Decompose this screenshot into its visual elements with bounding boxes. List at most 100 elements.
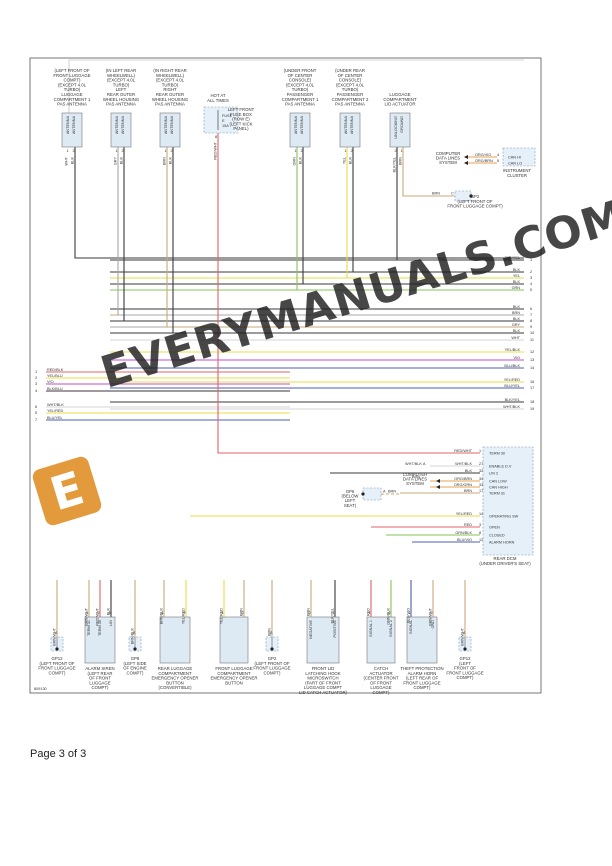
pin-name: ANTENNA xyxy=(72,116,76,135)
pin-name: ANTENNA xyxy=(66,116,70,135)
pin-name: ALARM HORN xyxy=(489,541,515,545)
bus-wire-number: 4 xyxy=(35,389,37,393)
pin-name: ANTENNA xyxy=(121,116,125,135)
wire-color: BRN/WHT xyxy=(429,607,433,625)
pin-number: 2 xyxy=(301,149,303,153)
pin-number: A xyxy=(423,462,426,466)
bus-wire-color: BRN xyxy=(512,311,520,315)
bus-wire-color: BLK/YEL xyxy=(505,398,520,402)
bus-wire-color: BLU/BLK xyxy=(504,364,520,368)
wire xyxy=(346,147,524,279)
pin-name: ANTENNA xyxy=(294,116,298,135)
wire-color: WHT/BLK xyxy=(405,462,422,466)
bus-wire-color: BLK/BLU xyxy=(47,387,63,391)
wire-color: BRN xyxy=(163,157,167,165)
pin-name: CAN LOW xyxy=(489,480,507,484)
ground-icon xyxy=(133,647,137,651)
wire-color: WHT xyxy=(65,156,69,165)
wire xyxy=(166,147,524,328)
wires-layer xyxy=(46,59,524,637)
pin-number: 2 xyxy=(242,611,244,615)
pin-number: 1 xyxy=(333,611,335,615)
pin-name: ANTENNA xyxy=(115,116,119,135)
pin-name: CAN HI xyxy=(508,156,521,160)
ground-icon xyxy=(361,492,365,496)
wire-color: BRN xyxy=(268,628,272,636)
pin-number: 2 xyxy=(431,611,433,615)
pin-number: 27 xyxy=(479,462,483,466)
bus-wire-number: 17 xyxy=(530,386,534,390)
bus-wire-color: BLK/YEL xyxy=(505,256,520,260)
wire-color: BLK xyxy=(169,157,173,165)
pin-name: SIGNAL 1 xyxy=(369,620,373,637)
pin-number: 2 xyxy=(309,611,311,615)
wire-color: BRN xyxy=(399,157,403,165)
pin-name: CAN LO xyxy=(508,162,522,166)
pin-name: OPERATING SW xyxy=(489,515,519,519)
pin-name: POSITIVE xyxy=(333,620,337,638)
wire xyxy=(123,147,524,322)
pin-number: 2 xyxy=(73,149,75,153)
rear-dcm-label: REAR DCM(UNDER DRIVER'S SEAT) xyxy=(479,556,531,566)
bus-wire-number: 12 xyxy=(530,350,534,354)
bus-wire-number: 7 xyxy=(35,418,37,422)
pin-name: LIN 2 xyxy=(489,472,498,476)
pin-number: 2 xyxy=(395,149,397,153)
bus-wire-color: WHT/BLK xyxy=(503,405,520,409)
wire-color: RED/WHT xyxy=(214,141,218,159)
pin-name: CLOSED xyxy=(489,534,505,538)
wire xyxy=(352,147,524,273)
wire xyxy=(396,147,524,261)
pin-number: 1 xyxy=(295,149,297,153)
fuse-number: E xyxy=(222,119,225,123)
pin-number: 5 xyxy=(497,159,499,163)
bus-wire-number: 6 xyxy=(35,405,37,409)
pin-name: SIGNAL 2 xyxy=(389,620,393,637)
bus-wire-color: VIO xyxy=(513,356,520,360)
pin-number: 1 xyxy=(165,149,167,153)
pin-number: 2 xyxy=(98,611,100,615)
component-box xyxy=(339,112,361,148)
wire-color: ORG/BRN xyxy=(454,477,472,481)
bus-wire-number: 11 xyxy=(530,338,534,342)
bus-wire-color: YEL/BLK xyxy=(505,348,521,352)
bus-wire-number: 8 xyxy=(530,319,532,323)
wire-color: BRN xyxy=(432,192,440,196)
wire-color: RED/WHT xyxy=(454,449,472,453)
pin-number: 2 xyxy=(171,149,173,153)
wire-color: GRY xyxy=(114,157,118,166)
page-indicator: Page 3 of 3 xyxy=(30,748,87,760)
wire-color: BLK xyxy=(349,157,353,165)
bus-wire-color: YEL/RED xyxy=(47,409,64,413)
ground-icon xyxy=(463,647,467,651)
bus-wire-color: YEL/BLU xyxy=(47,374,63,378)
pin-number: 1 xyxy=(479,449,481,453)
bus-wire-color: BLU/YEL xyxy=(504,384,520,388)
pin-name: TERM 31 xyxy=(87,620,91,636)
pin-number: 1 xyxy=(87,611,89,615)
wire-color: BRN/BLK xyxy=(131,628,135,645)
wire-color: RED xyxy=(464,523,472,527)
wire-color: BRN/WHT xyxy=(461,627,465,645)
pin-number: 14 xyxy=(479,512,483,516)
pin-number: 1 xyxy=(401,149,403,153)
bus-wire-number: 2 xyxy=(530,270,532,274)
wire-color: GRN/BLK xyxy=(387,608,391,625)
pin-number: A xyxy=(270,631,273,635)
arrow-icon xyxy=(464,155,468,159)
wire-color: YEL/RED xyxy=(220,608,224,625)
diagram-frame xyxy=(29,57,542,694)
bus-wire-number: 14 xyxy=(530,366,534,370)
ground-icon xyxy=(55,647,59,651)
